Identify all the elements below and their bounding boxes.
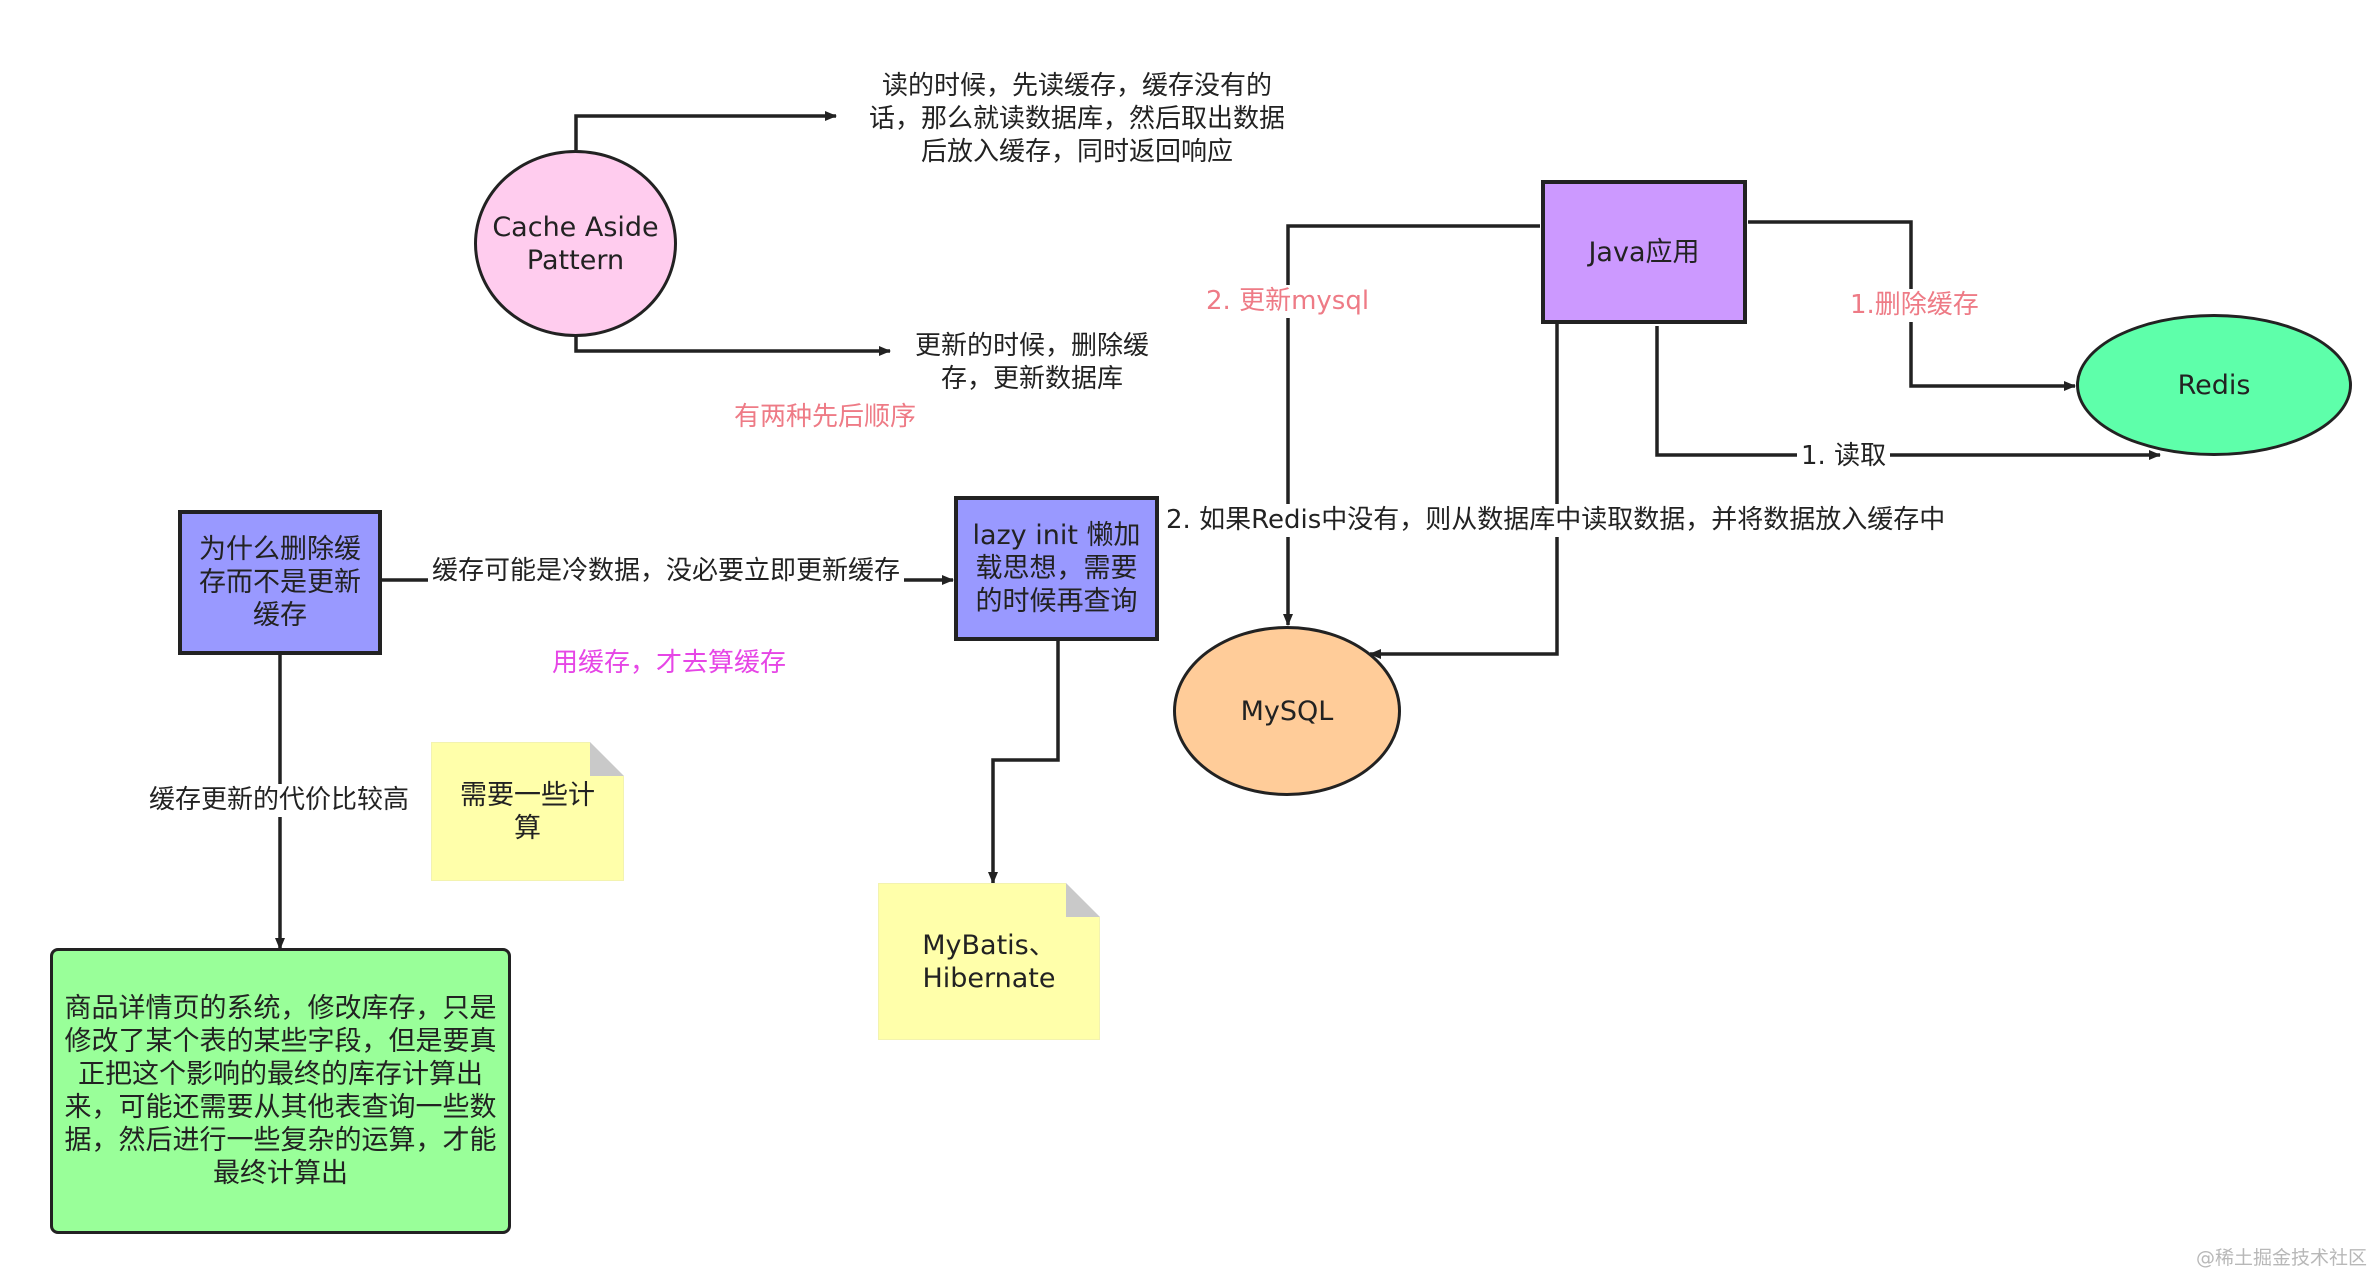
read-description-label: 读的时候，先读缓存，缓存没有的 话，那么就读数据库，然后取出数据 后放入缓存，同…: [868, 71, 1285, 167]
update-description-label: 更新的时候，删除缓 存，更新数据库: [914, 331, 1149, 394]
compute-note-text: 需要一些计 算: [460, 779, 595, 844]
edge-java-to-redis-read: [1655, 326, 2161, 460]
java-app-text: Java应用: [1588, 236, 1700, 268]
mysql-node: MySQL: [1173, 626, 1401, 796]
compute-note: 需要一些计 算: [431, 742, 624, 881]
lazy-init-node: lazy init 懒加 载思想，需要 的时候再查询: [954, 496, 1159, 641]
edge-cache-aside-to-read-desc: [574, 111, 837, 150]
lazy-init-text: lazy init 懒加 载思想，需要 的时候再查询: [972, 520, 1141, 617]
edge-lazy-init-to-orm-note: [988, 641, 1060, 884]
delete-cache-label: 1.删除缓存: [1846, 289, 1983, 322]
note-fold-corner: [590, 742, 624, 776]
note-fold-corner: [1066, 883, 1100, 917]
why-delete-node: 为什么删除缓 存而不是更新 缓存: [178, 510, 382, 655]
use-then-compute-label: 用缓存，才去算缓存: [552, 648, 787, 678]
cache-aside-pattern-text: Cache Aside Pattern: [492, 211, 659, 276]
orm-note-text: MyBatis、 Hibernate: [922, 929, 1056, 994]
product-detail-text: 商品详情页的系统，修改库存，只是 修改了某个表的某些字段，但是要真 正把这个影响…: [64, 993, 497, 1189]
edge-java-to-mysql-read: [1369, 320, 1559, 659]
redis-miss-label: 2. 如果Redis中没有，则从数据库中读取数据，并将数据放入缓存中: [1162, 504, 1950, 537]
watermark: @稀土掘金技术社区: [2196, 1247, 2368, 1269]
two-orders-label: 有两种先后顺序: [733, 402, 916, 432]
orm-note: MyBatis、 Hibernate: [878, 883, 1100, 1040]
update-cost-label: 缓存更新的代价比较高: [145, 784, 414, 817]
why-delete-text: 为什么删除缓 存而不是更新 缓存: [199, 534, 361, 631]
redis-node: Redis: [2076, 314, 2352, 456]
redis-text: Redis: [2177, 369, 2251, 401]
read-label: 1. 读取: [1797, 440, 1891, 473]
edge-java-to-mysql-update: [1283, 224, 1540, 626]
update-mysql-label: 2. 更新mysql: [1202, 285, 1374, 318]
product-detail-node: 商品详情页的系统，修改库存，只是 修改了某个表的某些字段，但是要真 正把这个影响…: [50, 948, 511, 1234]
mysql-text: MySQL: [1240, 695, 1334, 727]
edge-cache-aside-to-update-desc: [574, 336, 891, 356]
cold-data-label: 缓存可能是冷数据，没必要立即更新缓存: [428, 555, 905, 588]
cache-aside-pattern-node: Cache Aside Pattern: [474, 150, 677, 337]
java-app-node: Java应用: [1541, 180, 1747, 324]
